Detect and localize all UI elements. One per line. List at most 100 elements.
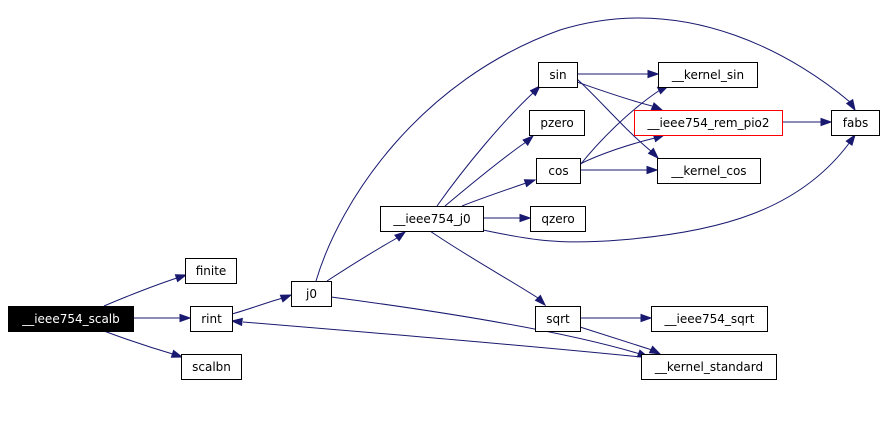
edge-rint-to-j0	[231, 294, 293, 315]
node-label: __kernel_sin	[671, 68, 744, 82]
node-label: qzero	[541, 212, 574, 226]
edge-sin-to-ieee754_rem_pio2	[576, 81, 664, 111]
node-pzero[interactable]: pzero	[529, 110, 585, 136]
arrowhead	[646, 165, 659, 175]
arrowhead	[394, 231, 407, 242]
edges-layer	[103, 17, 856, 358]
edge-sqrt-to-ieee754_sqrt	[580, 313, 653, 323]
edge-j0-to-kernel_standard	[330, 296, 650, 358]
node-box	[8, 306, 134, 332]
node-sin[interactable]: sin	[538, 62, 578, 88]
node-scalbn[interactable]: scalbn	[181, 354, 242, 380]
node-sqrt[interactable]: sqrt	[535, 306, 581, 332]
edge-ieee754_scalb-to-scalbn	[103, 330, 184, 358]
arrowhead	[845, 133, 856, 147]
arrowhead	[820, 117, 833, 127]
arrowhead	[523, 179, 537, 188]
edge-ieee754_rem_pio2-to-fabs	[782, 117, 833, 127]
edge-line	[103, 330, 177, 356]
edge-ieee754_j0-to-fabs	[482, 133, 856, 243]
edge-sqrt-to-kernel_standard	[579, 326, 662, 355]
node-label: __ieee754_scalb	[21, 312, 120, 326]
arrowhead	[170, 349, 184, 358]
node-ieee754-scalb[interactable]: __ieee754_scalb	[8, 306, 134, 332]
node-finite[interactable]: finite	[185, 258, 237, 284]
node-box	[536, 158, 581, 184]
arrowhead	[648, 345, 662, 355]
edge-line	[326, 237, 398, 282]
node-box	[529, 110, 585, 136]
node-fabs[interactable]: fabs	[831, 110, 880, 136]
node-label: j0	[305, 287, 317, 301]
node-box	[651, 306, 768, 332]
edge-line	[444, 141, 527, 207]
node-ieee754-rem-pio2[interactable]: __ieee754_rem_pio2	[634, 110, 783, 136]
arrowhead	[647, 147, 660, 160]
arrowhead	[230, 317, 243, 327]
edge-sin-to-kernel_cos	[576, 78, 660, 160]
arrowhead	[529, 84, 542, 97]
node-box	[181, 354, 242, 380]
edge-cos-to-kernel_cos	[580, 165, 659, 175]
node-box	[641, 354, 777, 380]
node-label: rint	[201, 312, 222, 326]
node-j0[interactable]: j0	[291, 281, 332, 307]
arrowhead	[522, 135, 535, 147]
edge-line	[315, 17, 851, 282]
node-ieee754-sqrt[interactable]: __ieee754_sqrt	[651, 306, 768, 332]
edge-ieee754_j0-to-cos	[461, 179, 537, 207]
node-label: scalbn	[192, 360, 231, 374]
node-box	[538, 62, 578, 88]
arrowhead	[650, 102, 664, 111]
edge-line	[576, 81, 653, 107]
node-label: fabs	[843, 116, 868, 130]
node-rint[interactable]: rint	[190, 306, 233, 332]
arrowhead	[519, 213, 532, 223]
node-kernel-standard[interactable]: __kernel_standard	[641, 354, 777, 380]
edge-ieee754_j0-to-qzero	[483, 213, 532, 223]
edge-line	[429, 230, 539, 299]
node-kernel-cos[interactable]: __kernel_cos	[657, 158, 761, 184]
arrowhead	[174, 274, 188, 283]
node-box	[185, 258, 237, 284]
node-box	[380, 206, 484, 232]
edge-j0-to-fabs	[315, 17, 856, 282]
node-box	[831, 110, 880, 136]
node-label: __kernel_cos	[670, 164, 746, 178]
node-box	[291, 281, 332, 307]
edge-line	[242, 321, 642, 358]
edge-ieee754_scalb-to-rint	[133, 313, 192, 323]
node-ieee754-j0[interactable]: __ieee754_j0	[380, 206, 484, 232]
node-kernel-sin[interactable]: __kernel_sin	[658, 62, 758, 88]
nodes-layer: __ieee754_scalb finite rint scalbn j0 __ieee7…	[8, 62, 880, 380]
arrowhead	[845, 98, 856, 112]
node-qzero[interactable]: qzero	[530, 206, 586, 232]
node-box	[190, 306, 233, 332]
edge-ieee754_scalb-to-finite	[103, 274, 188, 307]
edge-ieee754_j0-to-sin	[436, 84, 542, 207]
arrowhead	[640, 313, 653, 323]
arrowhead	[279, 294, 293, 303]
node-label: __ieee754_rem_pio2	[646, 116, 769, 130]
node-label: __kernel_standard	[654, 360, 763, 374]
node-box	[634, 110, 783, 136]
node-box	[658, 62, 758, 88]
edge-line	[579, 137, 656, 165]
edge-ieee754_j0-to-pzero	[444, 135, 535, 207]
node-label: __ieee754_j0	[392, 212, 470, 226]
node-label: sqrt	[546, 312, 570, 326]
node-label: finite	[196, 264, 227, 278]
edge-line	[579, 326, 653, 351]
node-box	[535, 306, 581, 332]
edge-line	[579, 89, 661, 166]
arrowhead	[179, 313, 192, 323]
edge-line	[461, 182, 527, 207]
edge-line	[482, 141, 851, 243]
edge-kernel_standard-to-rint	[230, 317, 642, 358]
node-box	[530, 206, 586, 232]
node-cos[interactable]: cos	[536, 158, 581, 184]
edge-line	[330, 296, 641, 355]
node-label: pzero	[540, 116, 573, 130]
arrowhead	[647, 69, 660, 79]
